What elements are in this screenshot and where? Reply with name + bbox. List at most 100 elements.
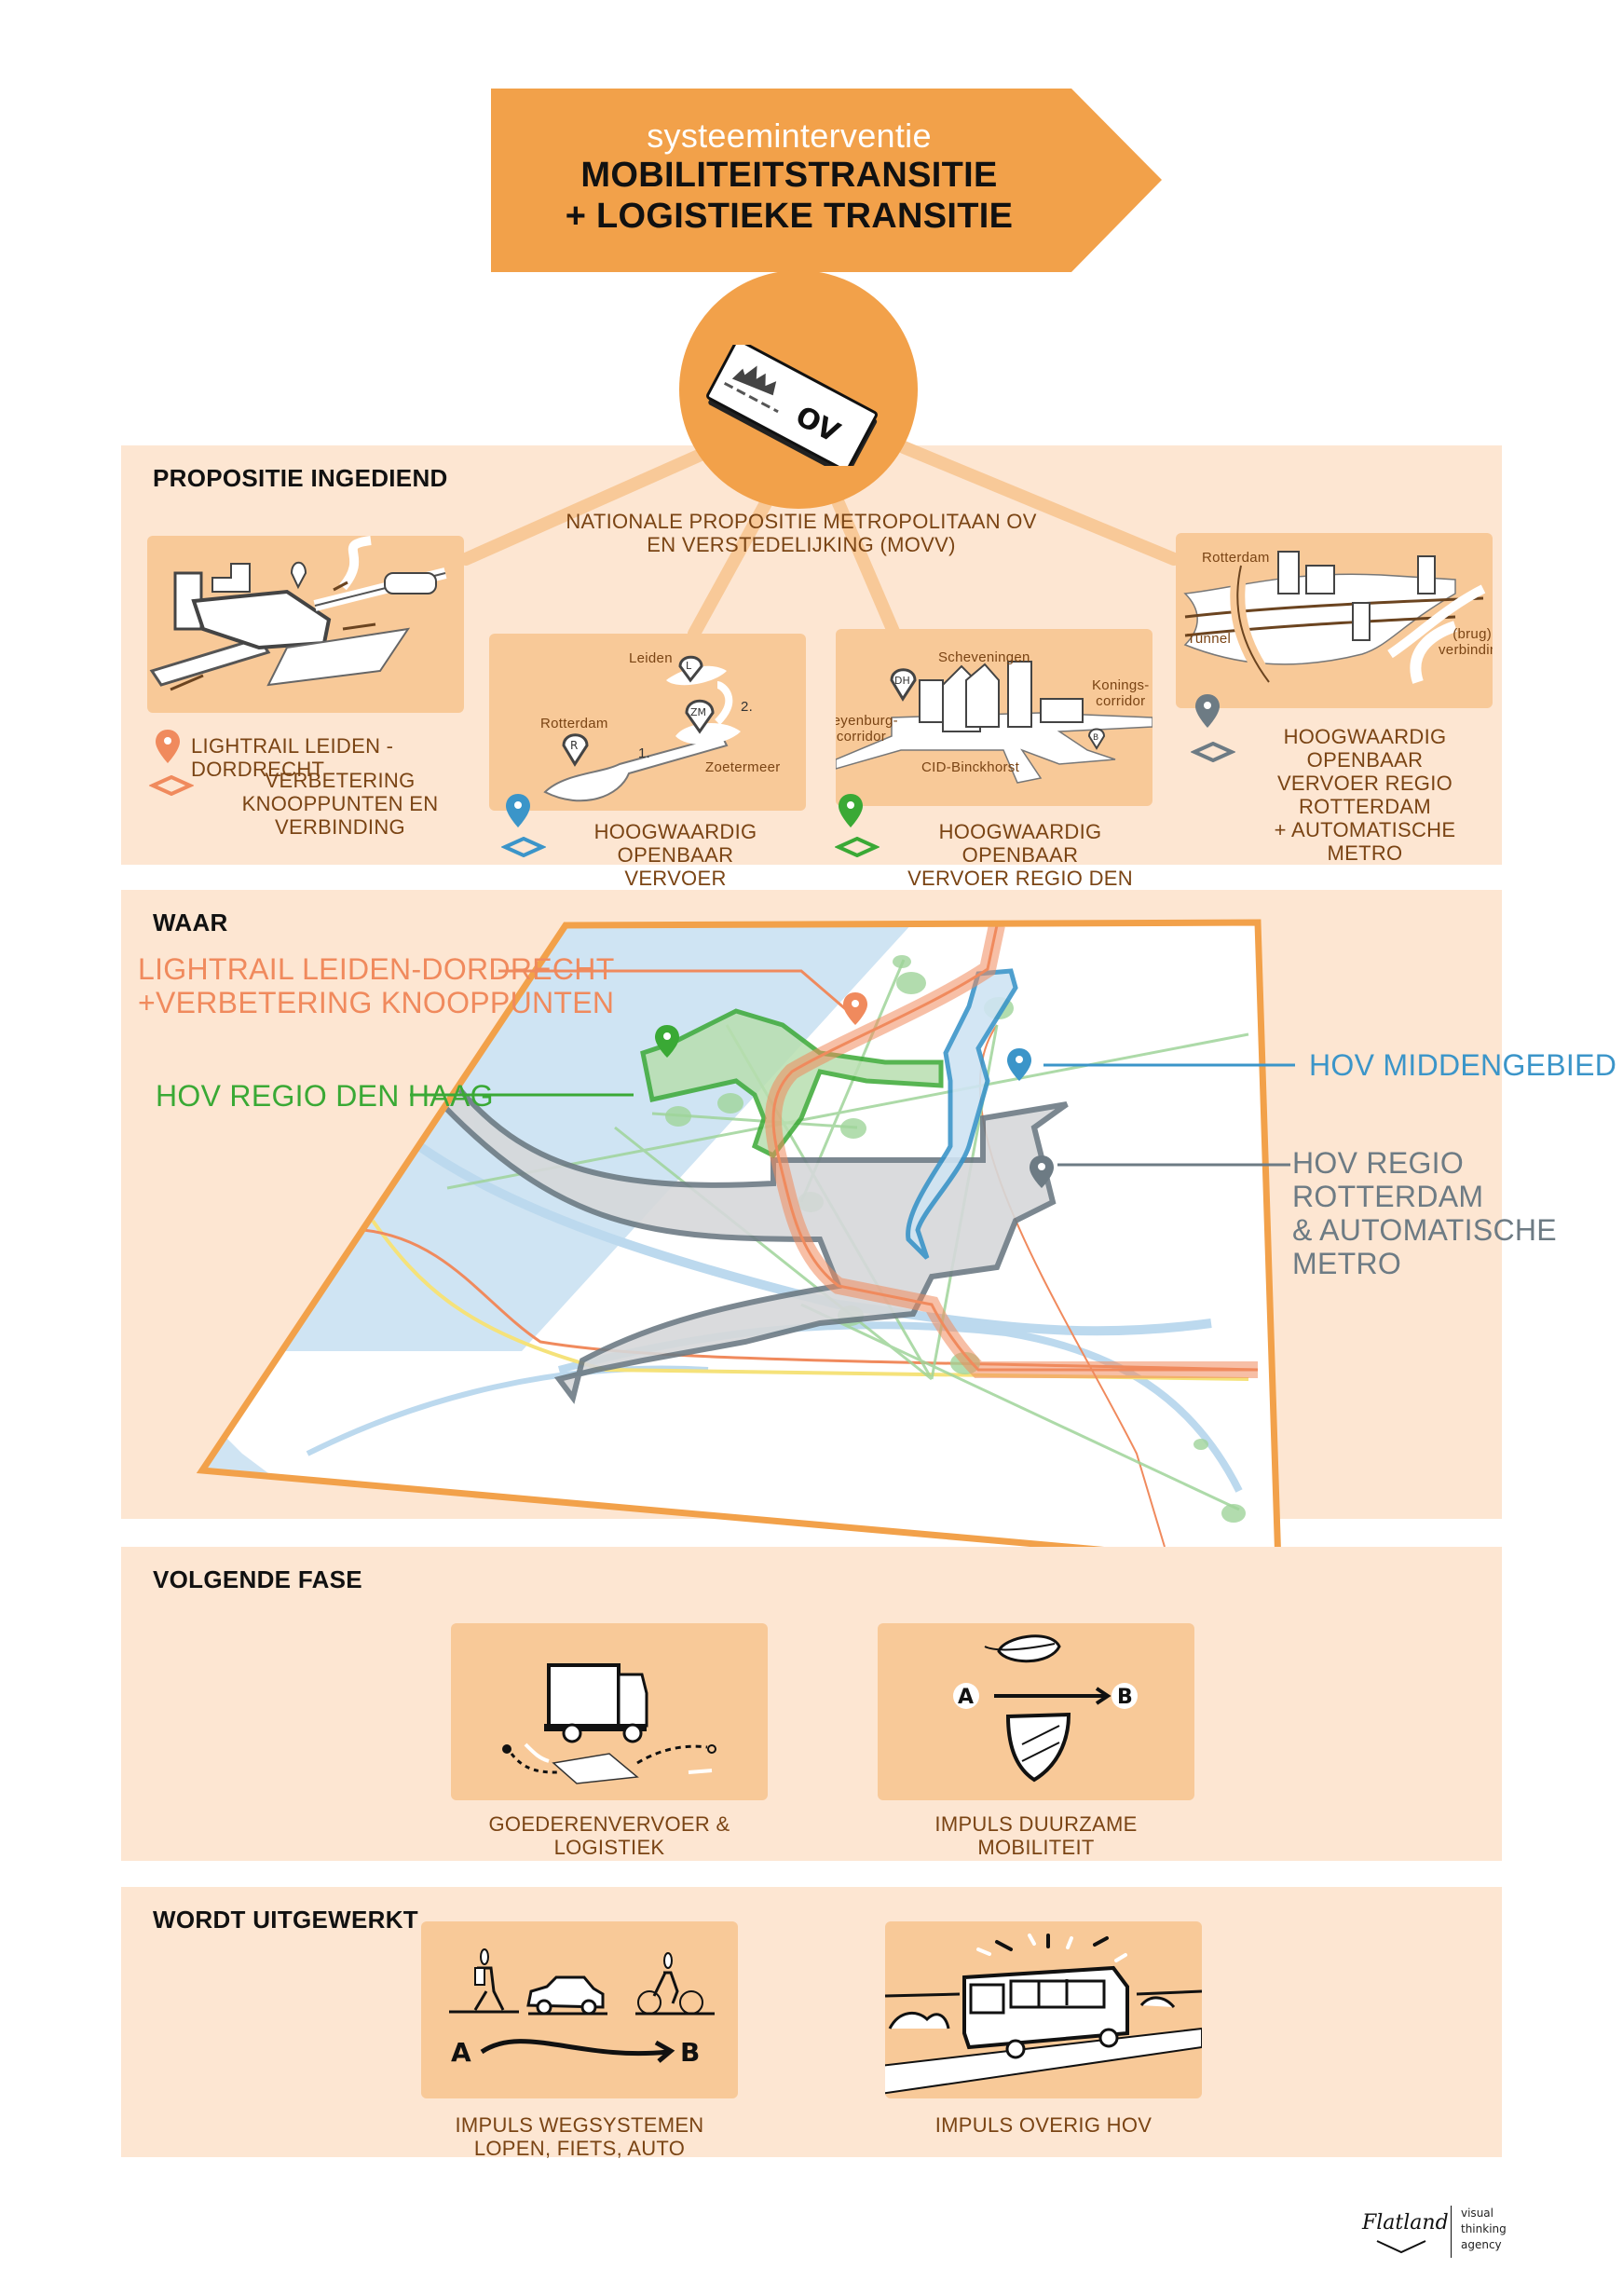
label-step-2: 2.: [741, 699, 754, 715]
movv-label-line1: NATIONALE PROPOSITIE METROPOLITAAN OV: [566, 510, 1037, 533]
logo-divider: [1451, 2206, 1452, 2258]
label-verbinding: verbinding: [1439, 642, 1493, 658]
leader-lightrail: [498, 969, 849, 1013]
svg-text:DH: DH: [894, 675, 910, 687]
section-wordt-uitgewerkt: WORDT UITGEWERKT A B IMPULS WEGSYSTEMEN …: [121, 1887, 1502, 2160]
wegsystemen-caption-line2: LOPEN, FIETS, AUTO: [473, 2137, 686, 2160]
svg-text:B: B: [1117, 1686, 1133, 1709]
label-rotterdam: Rotterdam: [540, 716, 608, 731]
flatland-tagline: visual thinking agency: [1461, 2206, 1507, 2253]
section-title: WAAR: [153, 909, 228, 936]
svg-text:A: A: [958, 1686, 974, 1709]
lightrail-title: LIGHTRAIL LEIDEN - DORDRECHT: [191, 734, 394, 781]
rotterdam-caption-line3: + AUTOMATISCHE METRO: [1274, 818, 1456, 865]
card-rotterdam-illustration: Rotterdam Tunnel (brug) verbinding: [1176, 533, 1493, 708]
label-cid-binckhorst: CID-Binckhorst: [921, 759, 1020, 775]
denhaag-caption-line1: HOOGWAARDIG OPENBAAR: [938, 820, 1102, 867]
card-denhaag-illustration: DH B Scheveningen Konings- corridor Leye…: [836, 629, 1152, 806]
label-koningscorridor-line1: Konings-: [1092, 677, 1150, 693]
svg-text:B: B: [1093, 733, 1098, 743]
svg-text:A: A: [451, 2037, 471, 2068]
walk-car-bike-icon: A B: [449, 1948, 715, 2068]
lightrail-caption-line3: KNOOPPUNTEN EN VERBINDING: [241, 792, 439, 839]
wegsystemen-caption: IMPULS WEGSYSTEMEN LOPEN, FIETS, AUTO: [421, 2113, 738, 2160]
map-pin-lightrail-icon: [843, 992, 867, 1025]
header-banner: systeeminterventie MOBILITEITSTRANSITIE …: [491, 89, 1162, 272]
map-pin-green-icon: [839, 794, 863, 827]
highway: [371, 1219, 1249, 1381]
map-label-denhaag: HOV REGIO DEN HAAG: [156, 1079, 494, 1113]
area-outline-green-icon: [835, 837, 880, 857]
card-wegsystemen: A B: [421, 1921, 738, 2098]
leaf-a-to-b-icon: A B: [953, 1634, 1138, 1783]
svg-text:L: L: [686, 660, 692, 672]
card-goederenvervoer: [451, 1623, 768, 1800]
map-label-lightrail-line1: LIGHTRAIL LEIDEN-DORDRECHT: [138, 952, 615, 986]
tagline-line1: visual: [1461, 2207, 1493, 2220]
label-zoetermeer: Zoetermeer: [705, 759, 781, 775]
overig-hov-caption: IMPULS OVERIG HOV: [934, 2113, 1152, 2137]
map-pin-blue-icon: [506, 794, 530, 827]
station-hub-illustration: [149, 536, 447, 691]
denhaag-illustration: DH B: [836, 661, 1152, 784]
region-map: [196, 919, 1295, 1569]
map-pin-denhaag-icon: [655, 1025, 679, 1058]
card-lightrail-illustration: [147, 536, 464, 713]
svg-text:B: B: [680, 2037, 700, 2068]
label-koningscorridor: Konings- corridor: [1092, 677, 1150, 709]
card-duurzame-mobiliteit: A B: [878, 1623, 1194, 1800]
label-brug: (brug): [1453, 626, 1493, 642]
map-pin-rotterdam-icon: [1030, 1155, 1054, 1188]
map-pin-orange-icon: [156, 730, 180, 763]
label-scheveningen: Scheveningen: [938, 649, 1030, 665]
flatland-logo: Flatland visual thinking agency: [1362, 2204, 1530, 2260]
section-title: WORDT UITGEWERKT: [153, 1906, 418, 1934]
ov-ticket-icon: OV: [706, 345, 878, 466]
map-label-lightrail-line2: +VERBETERING KNOOPPUNTEN: [138, 986, 615, 1019]
movv-label-line2: EN VERSTEDELIJKING (MOVV): [647, 533, 956, 556]
area-outline-gray-icon: [1191, 742, 1235, 762]
rotterdam-caption-line2: VERVOER REGIO ROTTERDAM: [1276, 772, 1453, 818]
header-title-line1: MOBILITEITSTRANSITIE: [580, 156, 998, 195]
hov-middengebied-area: [906, 968, 1018, 1260]
goederenvervoer-caption: GOEDERENVERVOER & LOGISTIEK: [488, 1812, 730, 1859]
section-volgende-fase: VOLGENDE FASE GOEDERENVERVOER & LOGISTIE…: [121, 1547, 1502, 1861]
header-subtitle: systeeminterventie: [647, 116, 932, 155]
card-middengebied-illustration: R ZM L Leiden Rotterdam Zoetermeer 1. 2.: [489, 634, 806, 811]
rotterdam-illustration: [1183, 551, 1486, 687]
section-title: VOLGENDE FASE: [153, 1565, 362, 1593]
lightrail-line: [771, 924, 1258, 1372]
label-brug-verbinding: (brug) verbinding: [1439, 626, 1493, 658]
label-leyenburgcorridor: Leyenburg- corridor: [836, 713, 898, 745]
truck-icon: [502, 1663, 716, 1784]
map-label-middengebied: HOV MIDDENGEBIED: [1309, 1048, 1617, 1082]
area-outline-blue-icon: [501, 837, 546, 857]
lightrail-caption: VERBETERING KNOOPPUNTEN EN VERBINDING: [200, 769, 480, 839]
map-label-rotterdam-line2: & AUTOMATISCHE METRO: [1292, 1213, 1557, 1280]
svg-text:ZM: ZM: [690, 706, 706, 718]
wegsystemen-caption-line1: IMPULS WEGSYSTEMEN: [455, 2113, 704, 2137]
bus-icon: [885, 1934, 1202, 2095]
hov-rotterdam-area: [428, 1082, 1069, 1404]
duurzame-mobiliteit-caption: IMPULS DUURZAME MOBILITEIT: [934, 1812, 1138, 1859]
middengebied-caption-line1: HOOGWAARDIG OPENBAAR: [593, 820, 757, 867]
movv-label: NATIONALE PROPOSITIE METROPOLITAAN OV EN…: [559, 510, 1043, 556]
map-pin-middengebied-icon: [1007, 1048, 1031, 1081]
river: [306, 1365, 709, 1456]
section-title: PROPOSITIE INGEDIEND: [153, 464, 448, 492]
label-leyenburg-line1: Leyenburg-: [836, 713, 898, 729]
rotterdam-caption: HOOGWAARDIG OPENBAAR VERVOER REGIO ROTTE…: [1239, 725, 1491, 865]
label-rotterdam-city: Rotterdam: [1202, 550, 1270, 566]
map-label-rotterdam-line1: HOV REGIO ROTTERDAM: [1292, 1146, 1484, 1213]
label-tunnel: Tunnel: [1187, 631, 1232, 647]
lightrail-caption-line2: VERBETERING: [265, 769, 416, 792]
header-title-line2: + LOGISTIEKE TRANSITIE: [565, 197, 1014, 236]
rotterdam-caption-line1: HOOGWAARDIG OPENBAAR: [1283, 725, 1447, 772]
card-overig-hov: [885, 1921, 1202, 2098]
header-arrow-shape: [491, 89, 1162, 272]
tagline-line3: agency: [1461, 2238, 1502, 2251]
svg-text:R: R: [570, 739, 578, 752]
tagline-line2: thinking: [1461, 2222, 1507, 2235]
label-koningscorridor-line2: corridor: [1096, 693, 1146, 709]
map-label-rotterdam: HOV REGIO ROTTERDAM & AUTOMATISCHE METRO: [1292, 1146, 1623, 1280]
